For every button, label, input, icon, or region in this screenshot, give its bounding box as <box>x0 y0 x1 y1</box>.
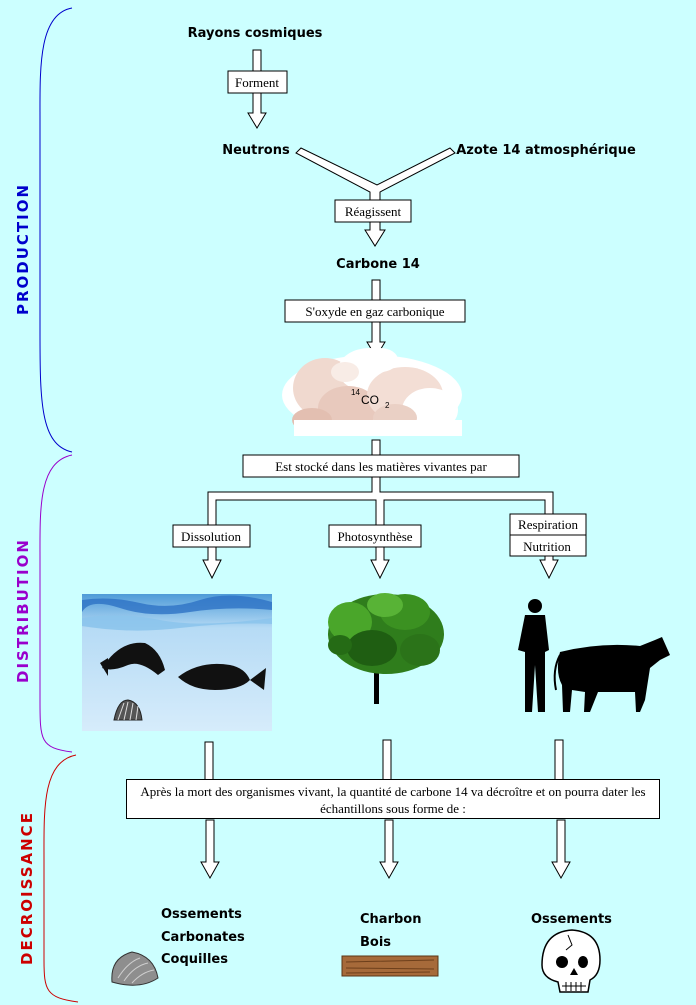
process-box-dissolution <box>172 524 251 548</box>
decay-arrows-bottom <box>200 819 571 880</box>
sample-left-2: Carbonates <box>161 930 245 945</box>
sample-left-1: Ossements <box>161 907 242 922</box>
decroissance-brace <box>43 754 79 1003</box>
sample-right-1: Ossements <box>531 912 612 927</box>
process-box-forment <box>227 70 288 94</box>
decay-caption-box: Après la mort des organismes vivant, la … <box>126 779 660 819</box>
process-box-oxyde <box>284 299 466 323</box>
process-label-respiration: Respiration <box>518 517 578 532</box>
process-label-oxyde: S'oxyde en gaz carbonique <box>305 304 444 319</box>
decay-arrows-top <box>204 739 564 781</box>
section-label-distribution: DISTRIBUTION <box>14 538 32 683</box>
wood-plank-icon <box>341 955 439 977</box>
process-label-forment: Forment <box>235 75 279 90</box>
node-azote-14: Azote 14 atmosphérique <box>456 143 636 158</box>
merge-arrow <box>295 147 456 247</box>
ocean-fish-image <box>82 594 272 731</box>
man-and-cow-image <box>518 599 670 712</box>
decay-caption: Après la mort des organismes vivant, la … <box>140 784 646 816</box>
arrow-stem <box>371 439 381 457</box>
node-rayons-cosmiques: Rayons cosmiques <box>188 26 323 41</box>
section-label-decroissance: DECROISSANCE <box>18 811 36 965</box>
process-label-reagissent: Réagissent <box>345 204 402 219</box>
cloud-image <box>282 348 462 436</box>
production-brace <box>39 7 73 453</box>
process-box-photosynthese <box>328 524 422 548</box>
process-label-stocke: Est stocké dans les matières vivantes pa… <box>275 459 487 474</box>
node-carbone-14: Carbone 14 <box>336 257 420 272</box>
process-label-photosynthese: Photosynthèse <box>337 529 412 544</box>
tree-image <box>328 593 444 704</box>
shell-icon <box>111 951 159 986</box>
skull-icon <box>541 929 601 993</box>
co2-label: CO <box>361 393 379 407</box>
section-label-production: PRODUCTION <box>14 183 32 315</box>
sample-left-3: Coquilles <box>161 952 228 967</box>
process-box-reagissent <box>334 199 412 223</box>
co2-subscript: 2 <box>385 401 390 410</box>
co2-superscript: 14 <box>351 388 360 397</box>
process-label-nutrition: Nutrition <box>523 539 571 554</box>
sample-middle-2: Bois <box>360 935 391 950</box>
sample-middle-1: Charbon <box>360 912 421 927</box>
process-label-dissolution: Dissolution <box>181 529 241 544</box>
distribution-brace <box>39 454 73 753</box>
node-neutrons: Neutrons <box>222 143 290 158</box>
process-box-stocke <box>242 454 520 478</box>
